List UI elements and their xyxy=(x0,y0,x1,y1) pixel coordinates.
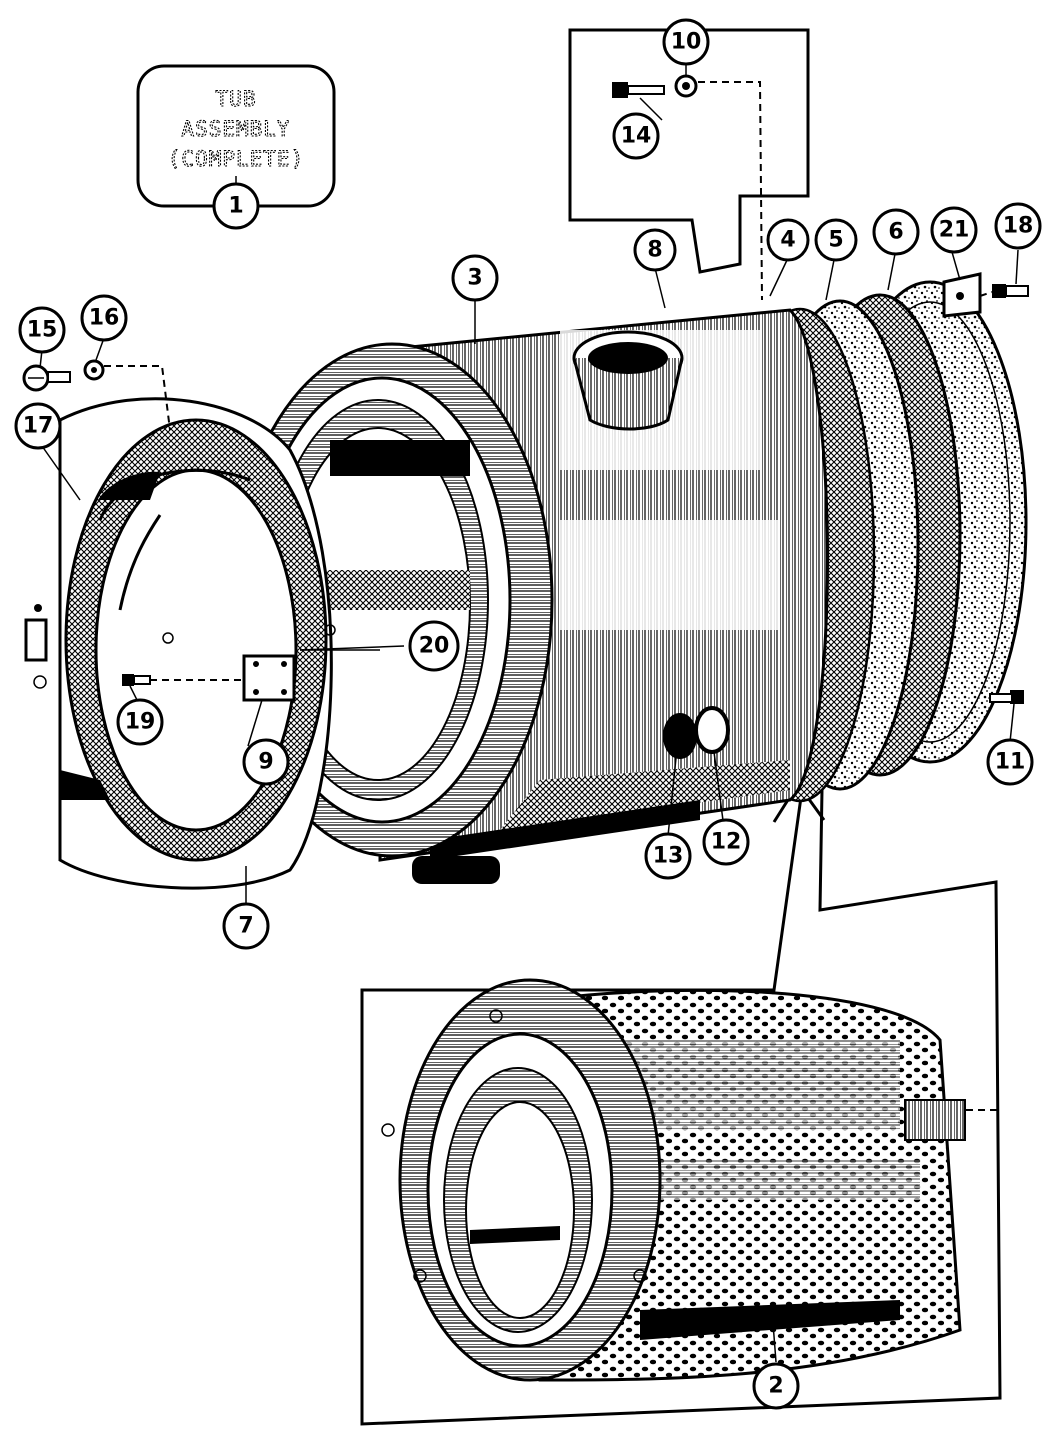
callout-16: 16 xyxy=(80,294,128,342)
svg-text:2: 2 xyxy=(768,1374,783,1399)
svg-text:4: 4 xyxy=(780,228,795,253)
bolt-14-icon xyxy=(612,82,628,98)
svg-text:9: 9 xyxy=(258,750,273,775)
callout-19: 19 xyxy=(116,698,164,746)
callouts: 1 2 3 4 5 6 7 8 9 10 11 12 13 14 15 16 1… xyxy=(14,18,1042,1410)
svg-text:1: 1 xyxy=(228,194,243,219)
svg-text:14: 14 xyxy=(621,124,652,149)
callout-1: 1 xyxy=(212,182,260,230)
svg-text:11: 11 xyxy=(995,750,1026,775)
callout-2: 2 xyxy=(752,1362,800,1410)
callout-11: 11 xyxy=(986,738,1034,786)
leader-lines xyxy=(39,62,1019,1363)
svg-text:10: 10 xyxy=(671,30,702,55)
title-box: TUB ASSEMBLY (COMPLETE) xyxy=(136,64,336,208)
svg-text:3: 3 xyxy=(467,266,482,291)
callout-9: 9 xyxy=(242,738,290,786)
hardware-inset-top xyxy=(568,28,810,301)
front-bulkhead-7 xyxy=(24,397,336,890)
svg-text:8: 8 xyxy=(647,238,662,263)
callout-4: 4 xyxy=(766,218,810,262)
svg-text:21: 21 xyxy=(939,218,970,243)
title-line-3: (COMPLETE) xyxy=(168,147,304,171)
svg-text:19: 19 xyxy=(125,710,156,735)
callout-17: 17 xyxy=(14,402,62,450)
callout-7: 7 xyxy=(222,902,270,950)
svg-text:6: 6 xyxy=(888,220,903,245)
callout-13: 13 xyxy=(644,832,692,880)
callout-15: 15 xyxy=(18,306,66,354)
title-line-2: ASSEMBLY xyxy=(181,117,290,141)
callout-12: 12 xyxy=(702,818,750,866)
hardware-parts xyxy=(22,272,1029,704)
callout-6: 6 xyxy=(872,208,920,256)
callout-21: 21 xyxy=(930,206,978,254)
svg-text:18: 18 xyxy=(1003,214,1034,239)
svg-text:12: 12 xyxy=(711,830,742,855)
svg-text:13: 13 xyxy=(653,844,684,869)
svg-text:17: 17 xyxy=(23,414,54,439)
svg-text:7: 7 xyxy=(238,914,253,939)
svg-text:15: 15 xyxy=(27,318,58,343)
callout-18: 18 xyxy=(994,202,1042,250)
svg-text:5: 5 xyxy=(828,228,843,253)
callout-10: 10 xyxy=(662,18,710,66)
svg-text:20: 20 xyxy=(419,634,450,659)
callout-8: 8 xyxy=(633,228,677,272)
title-line-1: TUB xyxy=(216,87,257,111)
basket-inset xyxy=(360,781,1002,1426)
svg-text:16: 16 xyxy=(89,306,120,331)
callout-20: 20 xyxy=(408,620,460,672)
callout-3: 3 xyxy=(451,254,499,302)
callout-5: 5 xyxy=(814,218,858,262)
callout-14: 14 xyxy=(612,112,660,160)
outer-tub-body xyxy=(230,280,1028,884)
